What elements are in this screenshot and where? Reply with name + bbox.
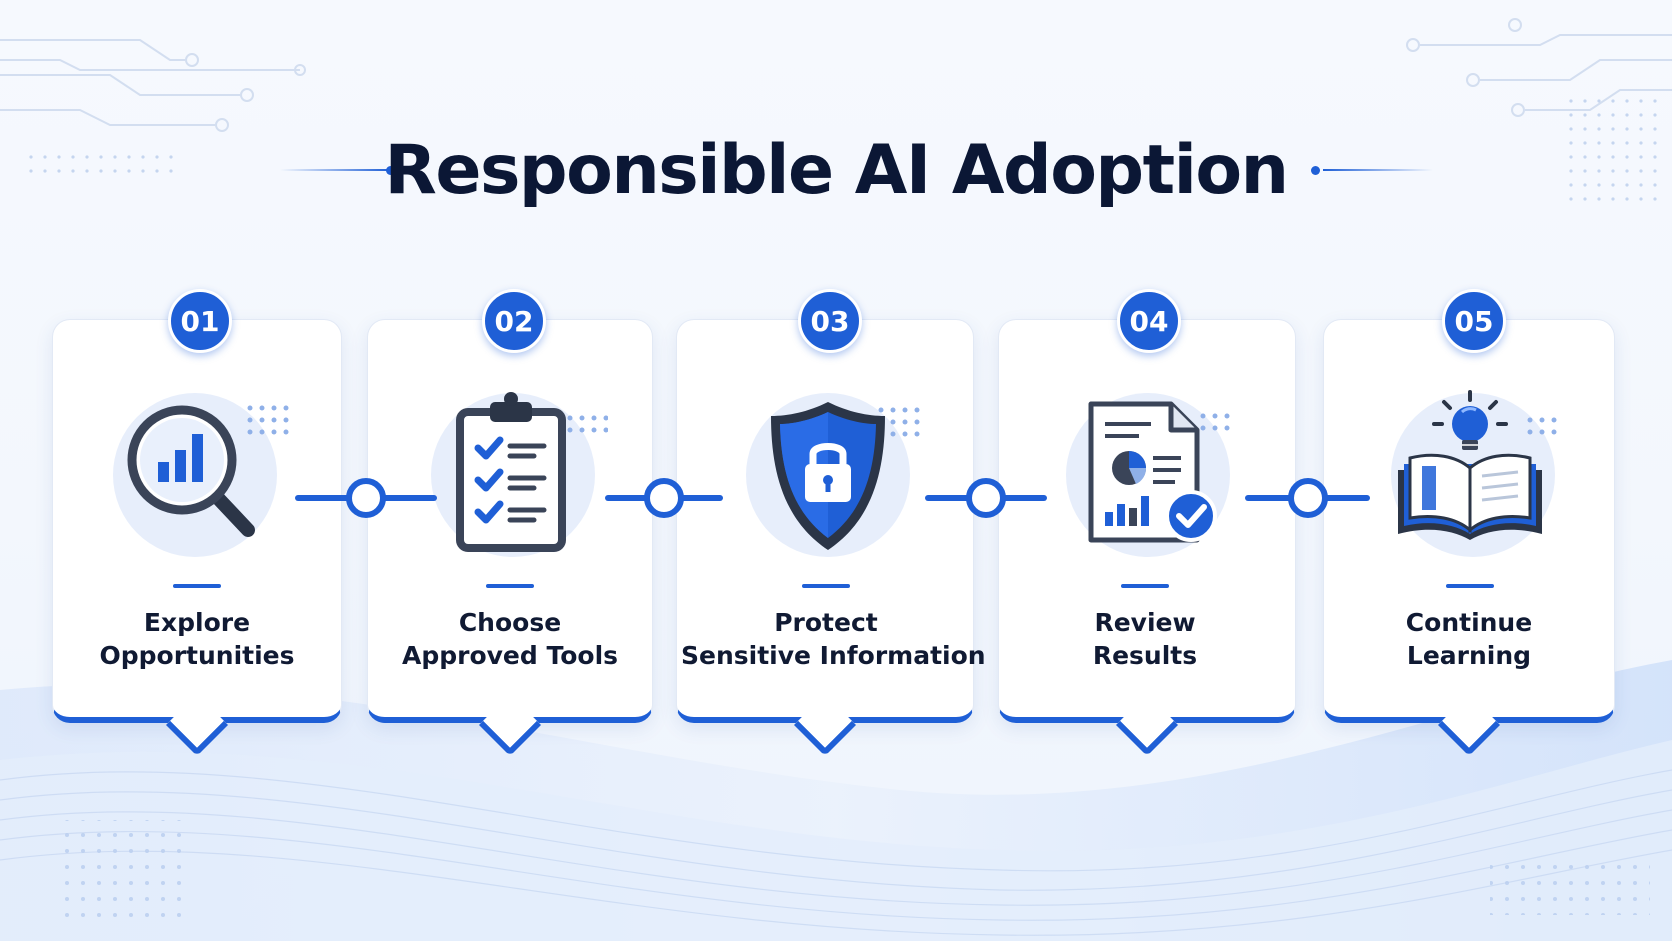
step-label: Explore Opportunities [52,606,342,672]
step-label: Continue Learning [1324,606,1614,672]
step-number-badge: 01 [168,289,232,353]
step-label-line1: Review [1094,608,1196,637]
step-number-badge: 05 [1442,289,1506,353]
step-label-line2: Approved Tools [401,641,619,670]
title-rule-left [270,166,400,175]
step-connector-1-2 [295,478,437,518]
step-label: Review Results [1000,606,1290,672]
step-label-line1: Choose [458,608,562,637]
step-divider [173,584,221,588]
card-pointer [793,693,857,757]
title-row: Responsible AI Adoption [0,120,1672,220]
step-label-line2: Opportunities [99,641,295,670]
step-connector-2-3 [605,478,723,518]
shield-lock-icon [733,390,923,560]
connector-node [346,478,386,518]
card-pointer [1115,693,1179,757]
clipboard-checklist-icon [418,390,608,560]
document-report-check-icon [1053,390,1243,560]
step-label-line2: Sensitive Information [681,641,986,670]
step-number-badge: 04 [1117,289,1181,353]
step-label: Protect Sensitive Information [681,606,986,672]
step-label-line1: Protect [774,608,878,637]
step-label: Choose Approved Tools [365,606,655,672]
step-number-badge: 02 [482,289,546,353]
step-divider [486,584,534,588]
page-title: Responsible AI Adoption [384,130,1289,210]
step-number-badge: 03 [798,289,862,353]
step-label-line2: Learning [1406,641,1532,670]
step-connector-3-4 [925,478,1047,518]
step-label-line2: Results [1092,641,1198,670]
connector-node [1287,478,1328,518]
step-connector-4-5 [1245,478,1370,518]
step-divider [1121,584,1169,588]
card-pointer [165,693,229,757]
step-label-line1: Explore [143,608,251,637]
card-pointer [478,693,542,757]
connector-node [644,478,684,518]
card-pointer [1437,693,1501,757]
step-divider [1446,584,1494,588]
lightbulb-book-icon [1378,390,1568,560]
step-divider [802,584,850,588]
connector-node [966,478,1006,518]
title-rule-right [1311,166,1441,175]
step-label-line1: Continue [1405,608,1533,637]
magnifier-chart-icon [100,390,290,560]
